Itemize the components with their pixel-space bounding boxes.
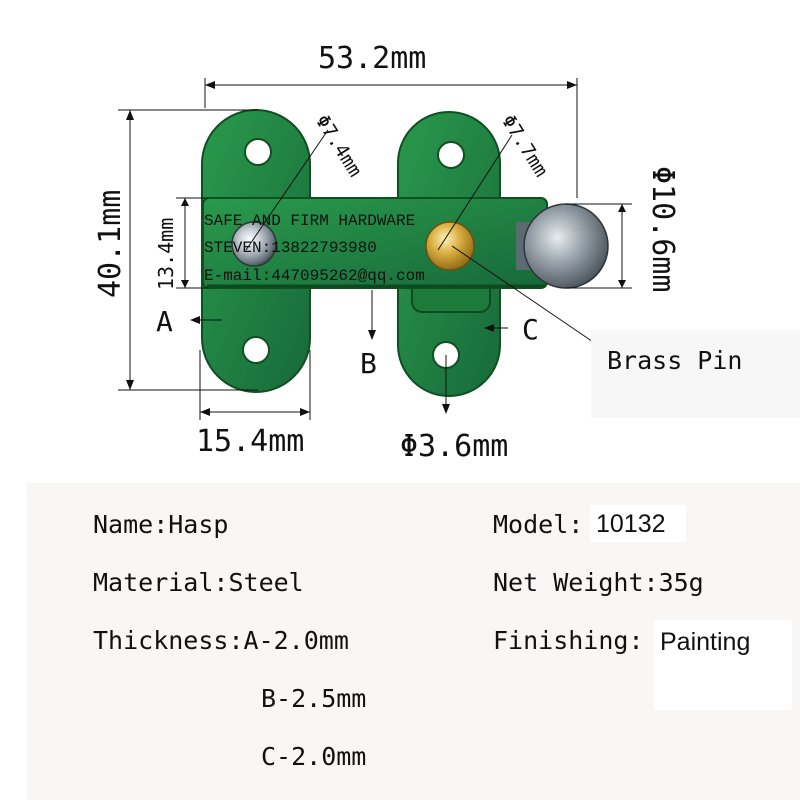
plate-width-label: 15.4mm — [196, 424, 305, 459]
label-b: B — [360, 347, 377, 380]
bar-height-label: 13.4mm — [154, 217, 178, 290]
spec-thickness-b: B-2.5mm — [261, 684, 367, 713]
spec-model-value: 10132 — [596, 510, 666, 538]
knob-ball-icon — [523, 203, 609, 289]
spec-material: Material:Steel — [93, 568, 304, 597]
rivet-icon — [231, 221, 277, 267]
watermark-company: SAFE AND FIRM HARDWARE — [204, 212, 416, 230]
brass-pin-callout — [591, 330, 800, 418]
label-a: A — [156, 305, 173, 338]
brass-pin-label: Brass Pin — [607, 346, 743, 375]
mount-hole — [242, 336, 270, 364]
finishing-value-box — [654, 620, 792, 710]
knob-diameter-label: Φ10.6mm — [645, 166, 680, 293]
mount-hole — [244, 138, 272, 166]
overall-width-label: 53.2mm — [318, 41, 427, 76]
model-value-box — [590, 505, 686, 542]
spec-finishing-label: Finishing: — [493, 626, 644, 655]
label-c: C — [522, 313, 539, 346]
mount-hole — [437, 141, 465, 169]
brass-pin-icon — [425, 221, 475, 271]
spec-thickness-c: C-2.0mm — [261, 742, 367, 771]
spec-net-weight: Net Weight:35g — [493, 568, 704, 597]
hasp-drawing — [118, 78, 632, 420]
overall-height-label: 40.1mm — [93, 189, 128, 298]
spec-model-label: Model: — [493, 510, 584, 539]
spec-thickness-a: Thickness:A-2.0mm — [93, 626, 349, 655]
mount-hole-diameter-label: Φ3.6mm — [400, 429, 509, 464]
spec-name: Name:Hasp — [93, 510, 229, 539]
watermark-phone: STEVEN:13822793980 — [204, 239, 377, 257]
spec-finishing-value: Painting — [660, 628, 751, 656]
watermark-email: E-mail:447095262@qq.com — [204, 267, 425, 285]
